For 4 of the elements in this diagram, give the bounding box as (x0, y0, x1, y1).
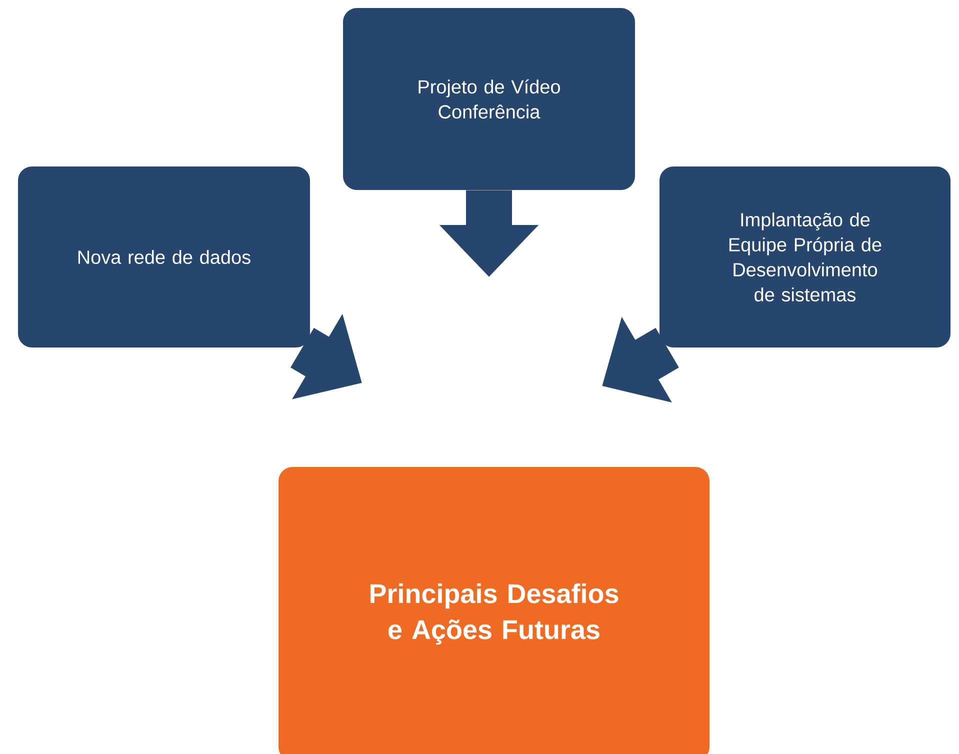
topic-box: Nova rede de dados (18, 166, 310, 348)
title-box: Principais Desafios e Ações Futuras (278, 467, 710, 754)
topic-box: Implantação de Equipe Própria de Desenvolvimento de sistemas (660, 166, 950, 348)
topic-box: Projeto de Vídeo Conferência (343, 8, 635, 190)
